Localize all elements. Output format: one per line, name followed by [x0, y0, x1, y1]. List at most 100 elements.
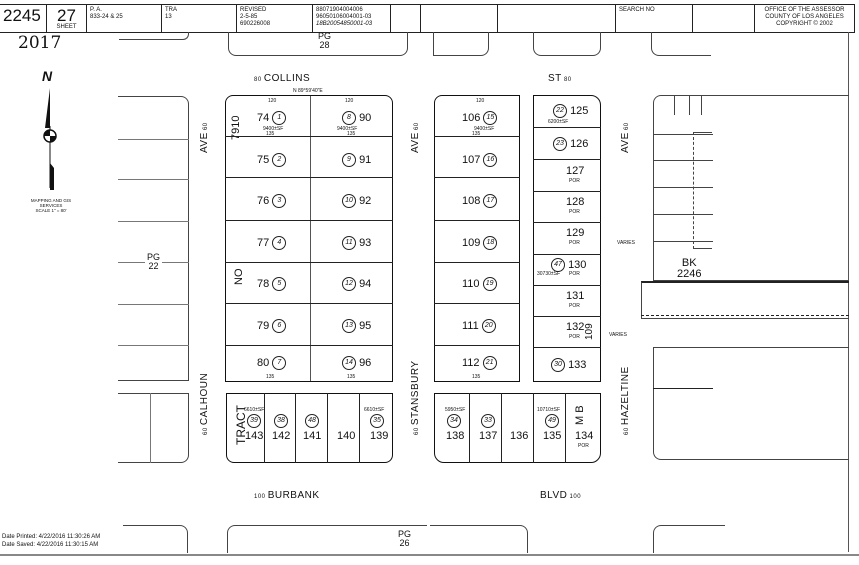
lot-line: [533, 393, 534, 463]
adjacent-block-east-lower: [653, 347, 849, 460]
parcel[interactable]: 109 18: [462, 236, 498, 250]
parcel[interactable]: 13 95: [342, 319, 371, 333]
office-line: COPYRIGHT © 2002: [776, 21, 833, 27]
parcel[interactable]: 49: [545, 414, 559, 428]
adjacent-lot-line: [118, 345, 189, 346]
parcel[interactable]: 35: [370, 414, 384, 428]
parcel[interactable]: 23 126: [553, 137, 588, 151]
parcel-number[interactable]: 140: [337, 430, 356, 442]
change-number: 96050106004001-03: [316, 14, 372, 20]
lot-line: [469, 393, 470, 463]
parcel[interactable]: 74 1: [257, 111, 287, 125]
parcel[interactable]: 111 20: [462, 319, 496, 333]
adjacent-boundary: [693, 132, 712, 249]
block-a: [225, 95, 393, 382]
parcel[interactable]: 30 133: [551, 358, 586, 372]
parcel[interactable]: 128: [566, 196, 585, 208]
parcel[interactable]: 80 7: [257, 356, 287, 370]
block-c: [533, 95, 601, 382]
parcel[interactable]: 108 17: [462, 194, 498, 208]
parcel-number[interactable]: 141: [303, 430, 322, 442]
lot-line: [533, 127, 601, 128]
parcel-number[interactable]: 143: [245, 430, 264, 442]
parcel-number[interactable]: 142: [272, 430, 291, 442]
adjacent-block-bottom: [123, 525, 188, 553]
office-line: COUNTY OF LOS ANGELES: [765, 14, 844, 20]
tra-cell: TRA 13: [161, 5, 236, 32]
parcel[interactable]: 112 21: [462, 356, 497, 370]
adjacent-block-bottom: [430, 525, 528, 553]
parcel[interactable]: 11 93: [342, 236, 371, 250]
revised-cell: REVISED 2-5-85 690226008: [236, 5, 312, 32]
page-ref-top: PG 28: [318, 31, 332, 50]
book-ref-right: BK 2246: [677, 257, 702, 280]
north-arrow-caption: MAPPING AND GIS SERVICES SCALE 1" = 80': [25, 198, 77, 213]
sheet-label: SHEET: [56, 24, 77, 30]
parcel[interactable]: 131: [566, 290, 585, 302]
parcel[interactable]: 79 6: [257, 319, 287, 333]
parcel[interactable]: 34: [447, 414, 461, 428]
revised-date: 2-5-85: [240, 14, 258, 20]
dimension: 135: [347, 374, 356, 380]
parcel[interactable]: 22 125: [553, 104, 588, 118]
tra-value: 13: [165, 14, 172, 20]
street-ave-mid: AVE 60: [410, 122, 421, 153]
revised-label: REVISED: [240, 7, 267, 13]
parcel[interactable]: 106 15: [462, 111, 498, 125]
parcel-number[interactable]: 139: [370, 430, 389, 442]
parcel[interactable]: 48: [305, 414, 319, 428]
adjacent-block-top: [651, 32, 711, 56]
parcel[interactable]: 47 130: [551, 258, 586, 272]
parcel[interactable]: 110 19: [462, 277, 497, 291]
search-cell: SEARCH NO: [615, 5, 662, 32]
parcel[interactable]: 127: [566, 165, 585, 177]
lot-line: [225, 220, 393, 221]
dimension: 135: [472, 374, 481, 380]
parcel-number[interactable]: 134: [575, 430, 594, 442]
portion-label: POR: [569, 303, 580, 309]
parcel[interactable]: 8 90: [342, 111, 371, 125]
dashed-line: [641, 315, 849, 316]
parcel[interactable]: 78 5: [257, 277, 287, 291]
parcel[interactable]: 76 3: [257, 194, 287, 208]
street-collins: 80 COLLINS: [254, 73, 311, 84]
street-stansbury: 60 STANSBURY: [410, 360, 421, 435]
parcel[interactable]: 132: [566, 321, 585, 333]
parcel[interactable]: 10 92: [342, 194, 371, 208]
blank-cell: [390, 5, 420, 32]
parcel-number[interactable]: 135: [543, 430, 562, 442]
parcel[interactable]: 9 91: [342, 153, 371, 167]
parcel-number[interactable]: 137: [479, 430, 498, 442]
parcel[interactable]: 129: [566, 227, 585, 239]
parcel-number[interactable]: 136: [510, 430, 529, 442]
parcel[interactable]: 38: [274, 414, 288, 428]
parcel[interactable]: 77 4: [257, 236, 287, 250]
adjacent-block-east-mid: [641, 281, 849, 319]
parcel[interactable]: 107 16: [462, 153, 498, 167]
parcel[interactable]: 14 96: [342, 356, 371, 370]
lot-line: [533, 222, 601, 223]
north-arrow: N: [30, 68, 70, 198]
dimension: 120: [476, 98, 485, 104]
office-line: OFFICE OF THE ASSESSOR: [764, 7, 845, 13]
parcel[interactable]: 33: [481, 414, 495, 428]
adjacent-lot-line: [118, 139, 189, 140]
dimension: 135: [472, 131, 481, 137]
parcel-area: 9400±SF: [263, 126, 284, 132]
lot-line: [264, 393, 265, 463]
lot-line: [225, 262, 393, 263]
adjacent-block-top: [228, 32, 408, 56]
parcel-number[interactable]: 138: [446, 430, 465, 442]
block-a-centerline: [310, 96, 311, 381]
mb-number: 109: [584, 323, 595, 340]
parcel[interactable]: 12 94: [342, 277, 371, 291]
portion-label: POR: [569, 271, 580, 277]
street-calhoun: 60 CALHOUN: [199, 372, 210, 435]
lot-line: [225, 136, 393, 137]
lot-line: [501, 393, 502, 463]
parcel[interactable]: 75 2: [257, 153, 287, 167]
lot-line: [225, 345, 393, 346]
parcel[interactable]: 39: [247, 414, 261, 428]
adjacent-block-top: [533, 32, 601, 56]
parcel-area: 9400±SF: [337, 126, 358, 132]
